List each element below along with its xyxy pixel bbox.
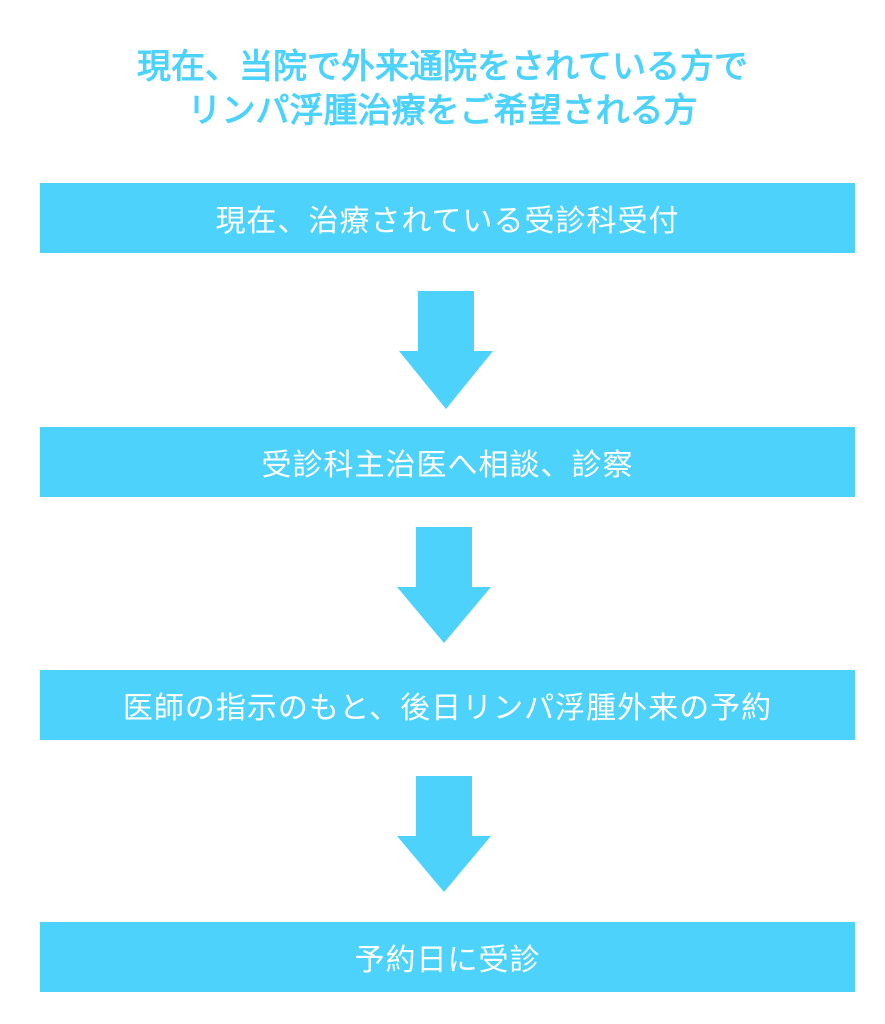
step-3-appointment: 医師の指示のもと、後日リンパ浮腫外来の予約 <box>40 670 855 740</box>
step-2-consultation: 受診科主治医へ相談、診察 <box>40 427 855 497</box>
down-arrow-icon <box>399 291 493 409</box>
step-1-reception: 現在、治療されている受診科受付 <box>40 183 855 253</box>
down-arrow-icon <box>397 776 491 892</box>
page-title-line-1: 現在、当院で外来通院をされている方で <box>137 47 748 87</box>
page-title-line-2: リンパ浮腫治療をご希望される方 <box>187 91 698 131</box>
down-arrow-icon <box>397 527 491 643</box>
step-4-visit: 予約日に受診 <box>40 922 855 992</box>
